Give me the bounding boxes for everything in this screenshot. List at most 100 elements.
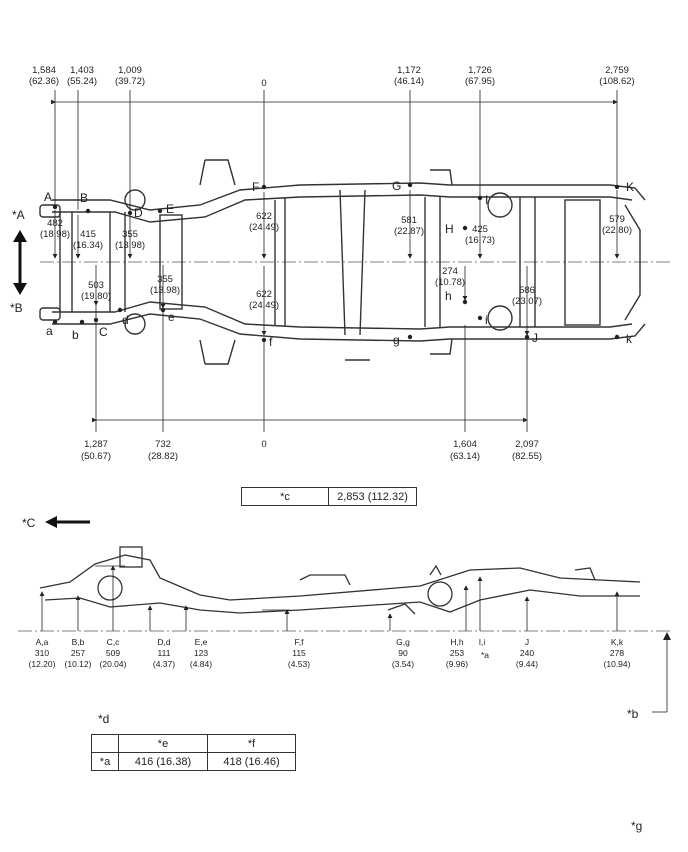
reference-callout: *b (627, 632, 671, 721)
svg-text:(16.73): (16.73) (465, 235, 495, 246)
svg-text:(63.14): (63.14) (450, 451, 480, 462)
svg-text:*a: *a (481, 650, 489, 660)
svg-text:f: f (269, 335, 273, 349)
svg-text:(13.98): (13.98) (150, 285, 180, 296)
upper-dim-texts: 1,584 (62.36) 1,403 (55.24) 1,009 (39.72… (29, 65, 635, 89)
svg-text:J: J (525, 637, 529, 647)
svg-text:*b: *b (627, 707, 639, 721)
svg-text:(19.80): (19.80) (81, 291, 111, 302)
svg-text:1,584: 1,584 (32, 65, 56, 76)
svg-text:e: e (168, 310, 175, 324)
svg-text:0: 0 (261, 78, 266, 89)
svg-text:(82.55): (82.55) (512, 451, 542, 462)
svg-text:C: C (99, 325, 108, 339)
vertical-dim-lines (52, 190, 620, 336)
svg-text:(9.44): (9.44) (516, 659, 538, 669)
svg-text:(9.96): (9.96) (446, 659, 468, 669)
svg-text:482: 482 (47, 218, 63, 229)
svg-text:(24.49): (24.49) (249, 222, 279, 233)
svg-text:a: a (46, 324, 53, 338)
table-row-label: *a (91, 752, 119, 771)
frame-outline (39, 159, 646, 365)
svg-text:(62.36): (62.36) (29, 76, 59, 87)
svg-text:(46.14): (46.14) (394, 76, 424, 87)
svg-text:D,d: D,d (157, 637, 171, 647)
svg-text:115: 115 (292, 648, 306, 658)
svg-text:F,f: F,f (295, 637, 305, 647)
svg-text:F: F (252, 180, 259, 194)
svg-text:(4.84): (4.84) (190, 659, 212, 669)
arrow-down-icon (13, 283, 27, 295)
point-labels-upper: A B D E F G H I K (44, 179, 634, 236)
svg-text:(4.37): (4.37) (153, 659, 175, 669)
svg-text:1,009: 1,009 (118, 65, 142, 76)
svg-text:*B: *B (10, 301, 23, 315)
svg-text:E,e: E,e (195, 637, 208, 647)
svg-text:J: J (532, 331, 538, 345)
svg-text:i: i (485, 313, 488, 327)
arrow-left-icon (45, 516, 57, 528)
extension-lines-lower (92, 300, 528, 432)
svg-text:(10.12): (10.12) (65, 659, 92, 669)
svg-text:355: 355 (157, 274, 173, 285)
svg-text:111: 111 (158, 648, 171, 658)
svg-text:425: 425 (472, 224, 488, 235)
svg-text:(50.67): (50.67) (81, 451, 111, 462)
side-dim-arrows (39, 565, 620, 631)
top-view: 1,584 (62.36) 1,403 (55.24) 1,009 (39.72… (10, 65, 670, 462)
svg-text:1,403: 1,403 (70, 65, 94, 76)
note-d: *d (98, 712, 109, 726)
side-dim-texts: A,a 310 (12.20) B,b 257 (10.12) C,c 509 … (29, 637, 631, 669)
svg-text:503: 503 (88, 280, 104, 291)
svg-text:(23.07): (23.07) (512, 296, 542, 307)
svg-text:*A: *A (12, 208, 25, 222)
table-corner (91, 734, 119, 753)
arrow-up-icon (13, 230, 27, 242)
svg-text:C,c: C,c (107, 637, 121, 647)
svg-text:509: 509 (106, 648, 120, 658)
svg-text:(4.53): (4.53) (288, 659, 310, 669)
svg-text:K,k: K,k (611, 637, 624, 647)
svg-text:415: 415 (80, 229, 96, 240)
svg-text:g: g (393, 333, 400, 347)
front-direction-indicator: *C (22, 516, 90, 530)
svg-text:586: 586 (519, 285, 535, 296)
note-g: *g (631, 819, 642, 833)
svg-text:274: 274 (442, 266, 458, 277)
table-header-e: *e (118, 734, 208, 753)
svg-text:(22.80): (22.80) (602, 225, 632, 236)
svg-text:(28.82): (28.82) (148, 451, 178, 462)
table-value-f: 418 (16.46) (207, 752, 296, 771)
svg-text:622: 622 (256, 211, 272, 222)
lower-dim-texts: 1,287 (50.67) 732 (28.82) 0 1,604 (63.14… (81, 439, 542, 462)
svg-text:B: B (80, 191, 88, 205)
svg-text:253: 253 (450, 648, 464, 658)
side-view: A,a 310 (12.20) B,b 257 (10.12) C,c 509 … (18, 546, 671, 721)
svg-text:(13.98): (13.98) (115, 240, 145, 251)
svg-text:123: 123 (194, 648, 208, 658)
svg-text:278: 278 (610, 648, 624, 658)
svg-text:(3.54): (3.54) (392, 659, 414, 669)
svg-text:B,b: B,b (72, 637, 85, 647)
direction-indicator: *A *B (10, 208, 27, 315)
table-header-f: *f (207, 734, 296, 753)
svg-text:(67.95): (67.95) (465, 76, 495, 87)
svg-text:240: 240 (520, 648, 534, 658)
svg-text:(16.34): (16.34) (73, 240, 103, 251)
svg-text:(108.62): (108.62) (599, 76, 634, 87)
svg-text:*C: *C (22, 516, 36, 530)
svg-text:k: k (626, 332, 633, 346)
svg-text:1,287: 1,287 (84, 439, 108, 450)
svg-text:2,759: 2,759 (605, 65, 629, 76)
vertical-dim-texts: 482 (18.98) 415 (16.34) 355 (13.98) 503 … (40, 211, 632, 311)
svg-text:K: K (626, 180, 634, 194)
svg-text:b: b (72, 328, 79, 342)
measurement-table: *e *f *a 416 (16.38) 418 (16.46) (91, 734, 296, 771)
svg-text:(12.20): (12.20) (29, 659, 56, 669)
svg-text:(10.78): (10.78) (435, 277, 465, 288)
svg-text:(24.49): (24.49) (249, 300, 279, 311)
svg-text:A,a: A,a (36, 637, 49, 647)
svg-text:1,604: 1,604 (453, 439, 477, 450)
svg-text:G,g: G,g (396, 637, 410, 647)
svg-text:A: A (44, 190, 52, 204)
